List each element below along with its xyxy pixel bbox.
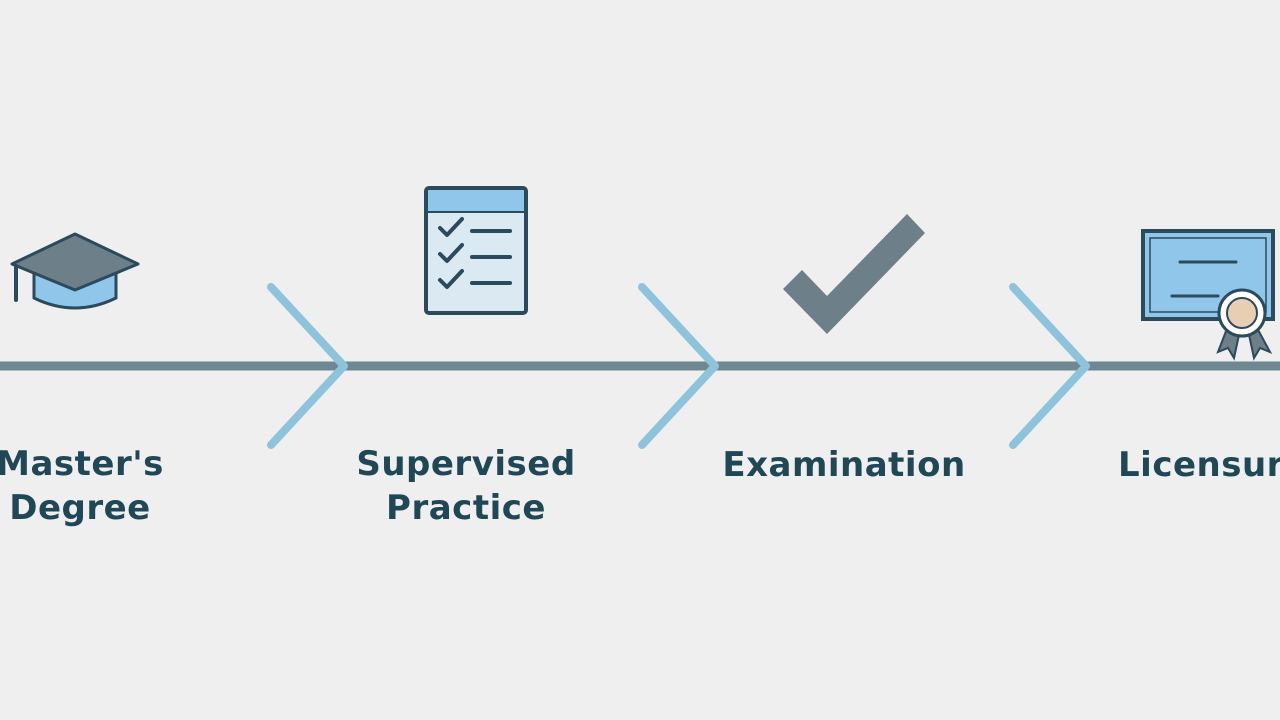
step-label-line: Licensure [1118,445,1280,485]
step-label-licensure: Licensure [1118,443,1280,487]
checklist-clipboard-icon [424,186,528,315]
step-label-line: Master's [0,444,164,484]
chevron-arrow-1 [267,283,348,449]
step-label-line: Supervised [356,444,576,484]
chevron-arrow-3 [1009,283,1090,449]
checkmark-icon [783,214,925,334]
certificate-icon [1141,229,1275,361]
step-label-line: Practice [386,488,546,528]
step-label-supervised-practice: Supervised Practice [336,442,596,530]
step-label-line: Examination [722,445,966,485]
chevron-arrow-2 [638,283,719,449]
step-label-examination: Examination [704,443,984,487]
step-label-masters-degree: Master's Degree [0,442,180,530]
step-label-line: Degree [9,488,151,528]
graduation-cap-icon [10,232,140,310]
